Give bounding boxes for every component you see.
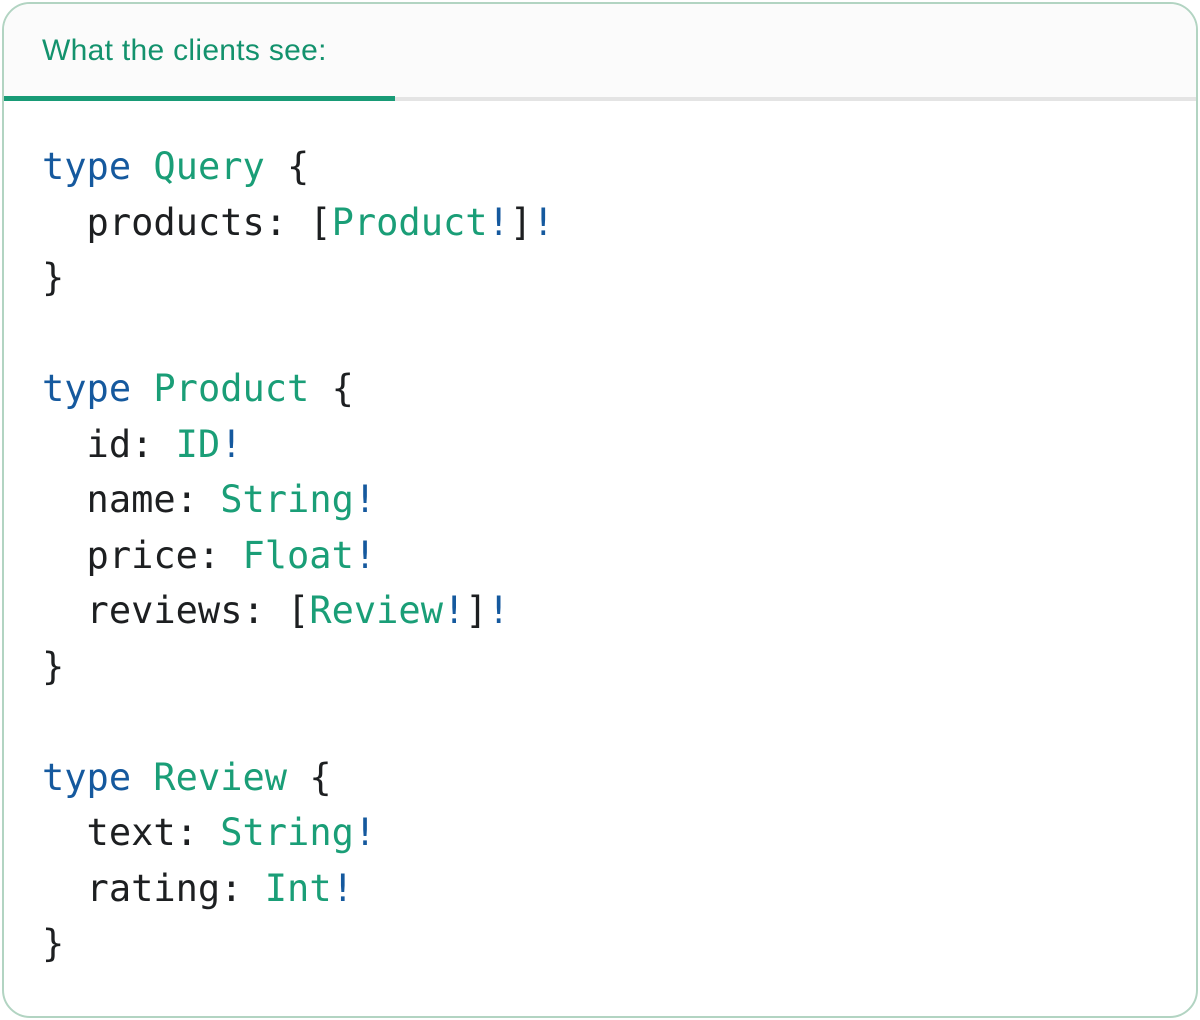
code-token-pl: } — [42, 256, 65, 299]
code-token-kw: type — [42, 145, 132, 188]
code-token-pl: rating: — [42, 866, 265, 910]
code-line: type Query { — [42, 139, 1158, 195]
code-token-bn: ! — [487, 589, 510, 632]
code-token-kw: type — [42, 367, 132, 410]
code-token-ty: Review — [153, 755, 288, 799]
code-token-pl: { — [264, 145, 310, 188]
code-token-pl: } — [42, 922, 65, 965]
code-line: name: String! — [42, 472, 1158, 528]
code-token-ty: Review — [309, 589, 443, 632]
code-line: price: Float! — [42, 528, 1158, 584]
code-token-ty: ID — [175, 422, 221, 466]
code-token-pl: id: — [42, 422, 176, 466]
code-token-bn: ! — [442, 589, 466, 632]
code-token-ty: String — [220, 478, 354, 521]
graphql-code-block: type Query { products: [Product!]!}type … — [4, 101, 1196, 972]
code-token-pl: } — [42, 644, 65, 688]
code-line — [42, 694, 1158, 750]
code-token-ty: String — [220, 811, 354, 854]
code-token-ty: Query — [153, 145, 265, 188]
code-line: rating: Int! — [42, 861, 1158, 917]
code-line: } — [42, 250, 1158, 306]
code-token-bn: ! — [353, 811, 377, 854]
code-token-pl — [131, 145, 153, 188]
code-token-pl — [131, 756, 153, 799]
code-token-pl: products: [ — [42, 200, 332, 244]
code-token-pl: ] — [465, 589, 488, 632]
code-token-pl: { — [309, 367, 354, 410]
code-line: } — [42, 639, 1158, 695]
code-line: id: ID! — [42, 417, 1158, 473]
code-token-ty: Float — [242, 533, 354, 577]
tab-label: What the clients see: — [42, 33, 327, 67]
code-token-bn: ! — [487, 200, 510, 244]
code-token-bn: ! — [331, 866, 354, 910]
code-line: } — [42, 916, 1158, 972]
tab-active-indicator — [4, 96, 395, 101]
code-token-pl: ] — [509, 200, 533, 244]
code-token-pl: text: — [42, 811, 221, 854]
code-line: reviews: [Review!]! — [42, 583, 1158, 639]
code-token-pl: price: — [42, 533, 243, 577]
code-line: products: [Product!]! — [42, 195, 1158, 251]
code-token-bn: ! — [220, 422, 243, 466]
code-token-kw: type — [42, 755, 132, 799]
code-token-pl — [131, 367, 153, 410]
tab-underline-track — [4, 97, 1196, 101]
code-line: type Review { — [42, 750, 1158, 806]
code-token-ty: Product — [153, 367, 310, 410]
code-token-pl: { — [287, 755, 332, 799]
code-token-ty: Int — [264, 866, 332, 910]
code-token-bn: ! — [532, 200, 555, 244]
code-token-pl: reviews: [ — [42, 589, 310, 632]
code-token-ty: Product — [331, 200, 488, 244]
code-token-pl: name: — [42, 478, 221, 521]
code-token-bn: ! — [353, 533, 377, 577]
code-line — [42, 306, 1158, 362]
code-token-bn: ! — [353, 478, 377, 521]
code-line: type Product { — [42, 361, 1158, 417]
tab-what-clients-see[interactable]: What the clients see: — [4, 4, 395, 97]
tab-bar: What the clients see: — [4, 4, 1196, 101]
code-line: text: String! — [42, 805, 1158, 861]
